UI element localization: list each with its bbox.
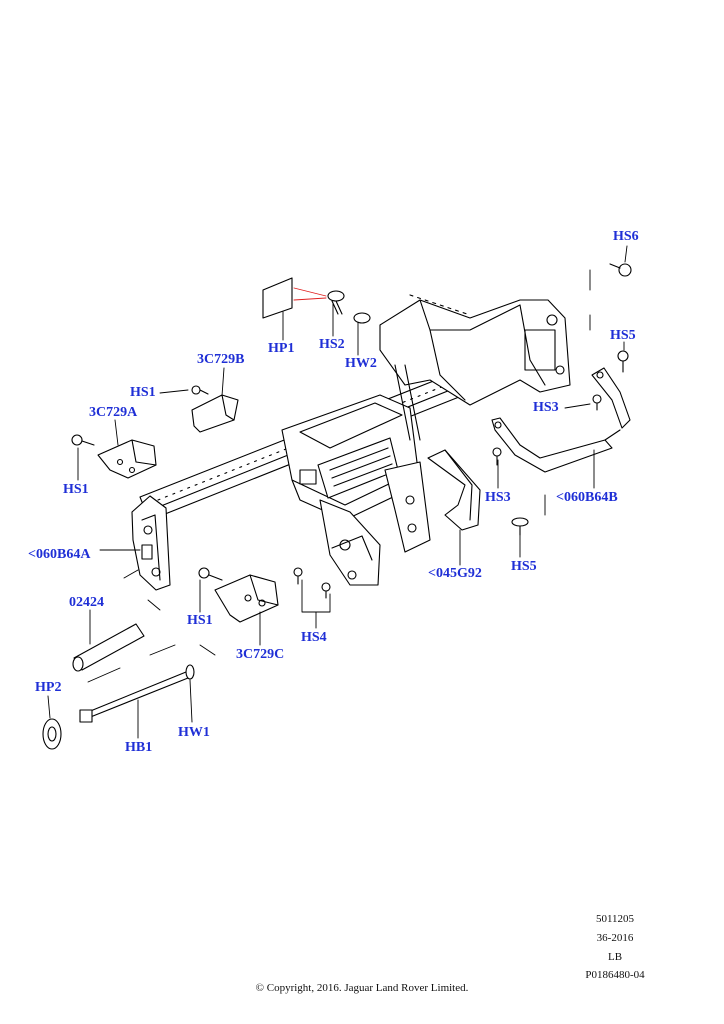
meta-line-3: LB: [607, 951, 623, 963]
meta-line-1: 5011205: [595, 913, 635, 925]
fastener-hs4-a: [293, 567, 303, 585]
leader-lines: [47, 245, 628, 739]
right-bracket-060b64b: [491, 367, 631, 473]
label-hp1: HP1: [268, 341, 295, 356]
fastener-hs5-lower: [511, 517, 529, 536]
label-3c729a: 3C729A: [89, 405, 138, 420]
bolt-hs2: [327, 290, 345, 315]
alignment-dashes: [87, 269, 591, 683]
fastener-hs1-left: [71, 434, 95, 446]
bracket-3c729b: [191, 394, 239, 433]
meta-line-4: P0186480-04: [585, 969, 645, 981]
fastener-hs4-b: [321, 582, 331, 599]
label-hs1-mid: HS1: [187, 613, 213, 628]
label-hs5-lower: HS5: [511, 559, 537, 574]
bracket-3c729a: [97, 439, 157, 479]
label-hs1-left: HS1: [63, 482, 89, 497]
fastener-hs3-lower: [492, 447, 502, 466]
label-hp2: HP2: [35, 680, 62, 695]
pad-hp1: [262, 277, 293, 319]
tube-02424: [72, 623, 145, 672]
label-060b64a: <060B64A: [28, 547, 91, 562]
bracket-3c729c: [214, 574, 279, 623]
label-hs6: HS6: [613, 229, 639, 244]
label-hw2: HW2: [345, 356, 377, 371]
washer-hw2: [353, 312, 371, 324]
label-hb1: HB1: [125, 740, 153, 755]
fastener-hs3-right: [592, 394, 602, 411]
label-hs2: HS2: [319, 337, 345, 352]
label-hw1: HW1: [178, 725, 210, 740]
meta-line-2: 36-2016: [596, 932, 634, 944]
washer-hw1: [185, 664, 195, 680]
copyright-notice: © Copyright, 2016. Jaguar Land Rover Lim…: [255, 982, 469, 994]
bracket-045g92: [427, 449, 481, 531]
label-060b64b: <060B64B: [556, 490, 618, 505]
fastener-hs1-upper: [191, 385, 209, 395]
label-02424: 02424: [69, 595, 104, 610]
fastener-hs5-top: [617, 350, 629, 373]
label-hs3-right: HS3: [533, 400, 559, 415]
fastener-hs6: [609, 263, 632, 277]
label-hs4: HS4: [301, 630, 327, 645]
fastener-hs1-mid: [198, 567, 223, 581]
label-hs1-upper: HS1: [130, 385, 156, 400]
label-hs5-top: HS5: [610, 328, 636, 343]
bolt-hb1: [79, 671, 189, 723]
steering-column-support: [379, 294, 571, 441]
red-callout: [293, 287, 327, 301]
label-hs3-lower: HS3: [485, 490, 511, 505]
center-lower-support: [319, 461, 431, 586]
label-3c729c: 3C729C: [236, 647, 285, 662]
label-045g92: <045G92: [428, 566, 482, 581]
left-end-bracket-060b64a: [131, 495, 171, 591]
label-3c729b: 3C729B: [197, 352, 245, 367]
